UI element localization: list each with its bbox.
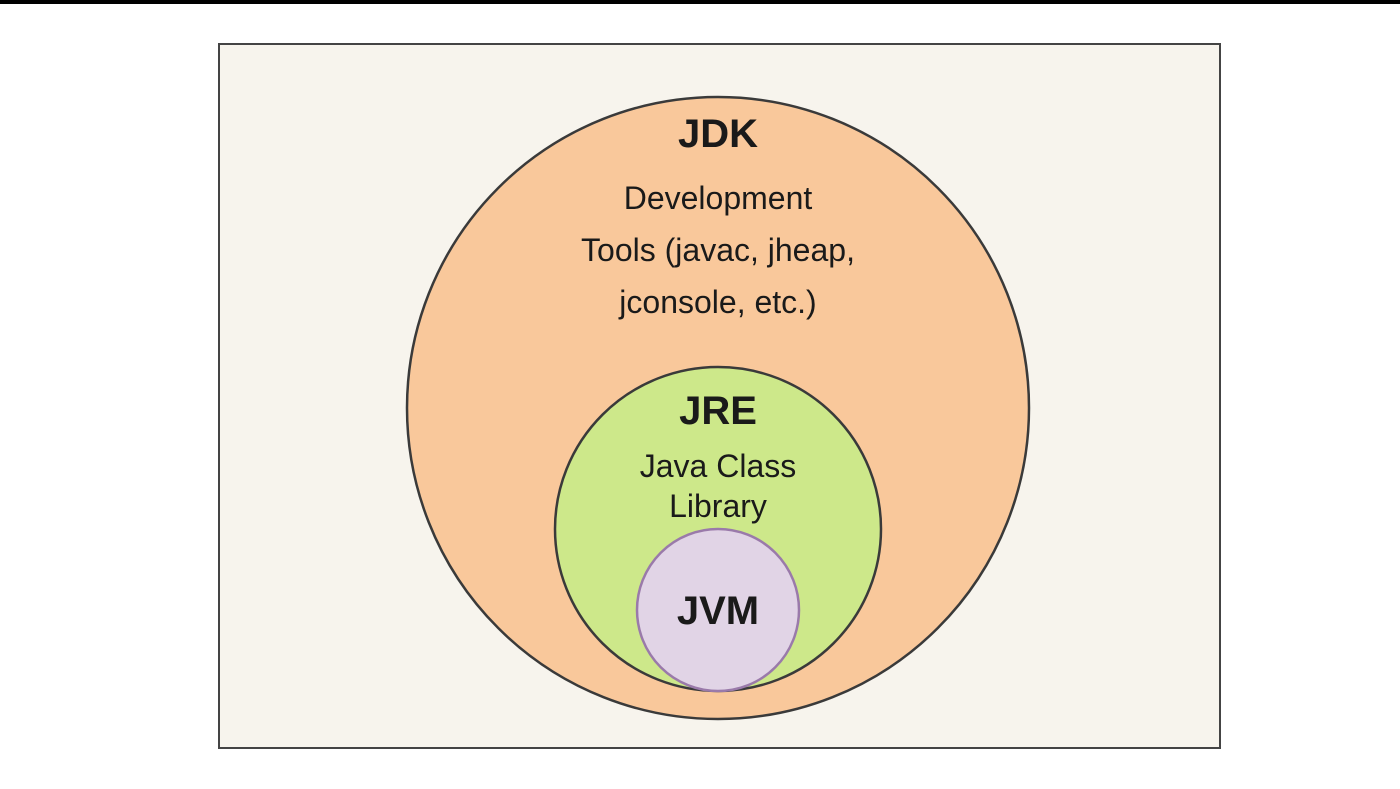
top-bar: [0, 0, 1400, 4]
jdk-description: Development Tools (javac, jheap, jconsol…: [518, 172, 918, 328]
jdk-description-line-3: jconsole, etc.): [619, 284, 817, 320]
jvm-circle: [635, 527, 801, 693]
jdk-title: JDK: [677, 112, 759, 156]
jre-title: JRE: [679, 389, 757, 433]
jdk-description-line-1: Development: [623, 180, 813, 216]
jre-description-line-1: Java Class: [639, 448, 797, 484]
jre-description: Java Class Library: [568, 446, 868, 526]
jre-description-line-2: Library: [669, 488, 767, 524]
jdk-description-line-2: Tools (javac, jheap,: [581, 232, 855, 268]
jvm-title: JVM: [676, 589, 760, 633]
